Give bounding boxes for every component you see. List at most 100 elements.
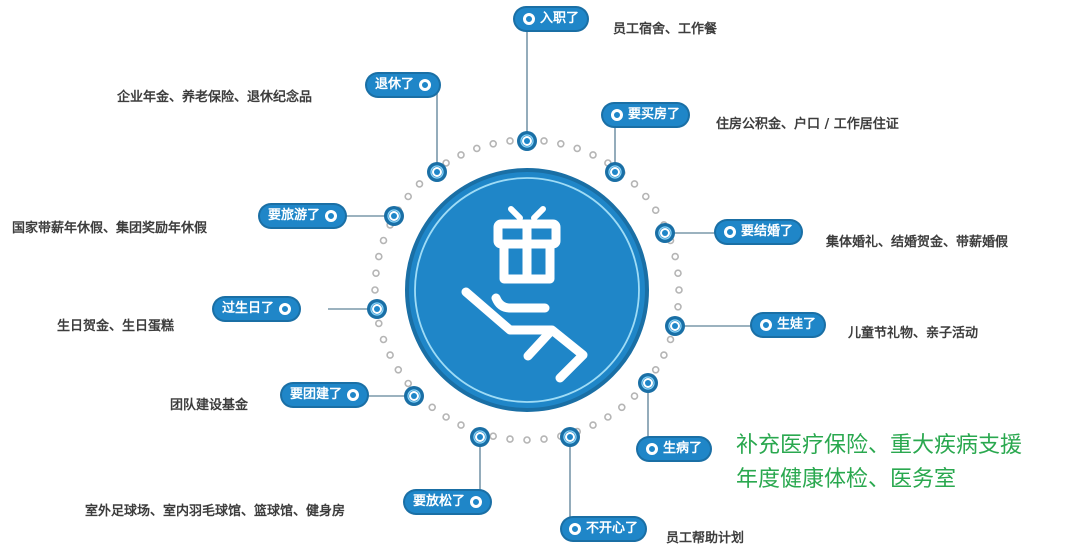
ring-dot (489, 432, 498, 441)
ring-dot (617, 403, 626, 412)
badge-label: 生病了 (663, 441, 703, 456)
node-badge-birthday[interactable]: 过生日了 (214, 298, 300, 320)
badge-label: 过生日了 (222, 301, 275, 316)
ring-dot (442, 413, 450, 421)
benefits-retire: 企业年金、养老保险、退休纪念品 (117, 90, 313, 105)
ring-dot (489, 140, 498, 148)
node-badge-travel[interactable]: 要旅游了 (260, 205, 346, 227)
node-badge-sick[interactable]: 生病了 (638, 438, 711, 460)
node-badge-buy-house[interactable]: 要买房了 (603, 104, 689, 126)
benefits-buy-house: 住房公积金、户口 / 工作居住证 (716, 117, 899, 132)
ring-dot (630, 180, 639, 188)
ring-dot (666, 335, 675, 344)
badge-label: 不开心了 (586, 521, 639, 536)
ring-dot (556, 140, 565, 148)
benefits-travel: 国家带薪年休假、集团奖励年休假 (12, 221, 208, 236)
ring-dot (371, 286, 379, 294)
badge-label: 要买房了 (628, 107, 681, 122)
ring-dot (675, 286, 683, 294)
target-icon (724, 226, 736, 238)
ring-nodes (367, 131, 685, 447)
ring-dot (404, 379, 413, 388)
node-badge-unhappy[interactable]: 不开心了 (562, 518, 646, 540)
ring-dot (660, 351, 668, 359)
ring-dot (374, 319, 383, 328)
ring-dot (404, 192, 413, 201)
ring-dot (457, 421, 465, 429)
ring-dot (523, 436, 531, 444)
ring-node-icon (470, 427, 490, 447)
ring-node-icon (665, 316, 685, 336)
node-badge-baby[interactable]: 生娃了 (752, 314, 825, 336)
ring-dot (674, 302, 682, 311)
target-icon (569, 523, 581, 535)
dotted-ring (371, 136, 683, 444)
ring-dot (651, 365, 660, 374)
ring-node-icon (560, 427, 580, 447)
ring-dot (604, 413, 612, 421)
ring-node-icon (638, 373, 658, 393)
node-badge-marriage[interactable]: 要结婚了 (716, 221, 802, 243)
badge-label: 要旅游了 (268, 208, 321, 223)
target-icon (646, 443, 658, 455)
ring-dot (506, 435, 514, 443)
badge-label: 入职了 (540, 11, 580, 26)
target-icon (760, 319, 772, 331)
ring-dot (379, 236, 388, 245)
ring-dot (540, 137, 548, 145)
badge-label: 要放松了 (413, 494, 466, 509)
ring-dot (457, 151, 465, 159)
target-icon (347, 389, 360, 401)
ring-dot (472, 144, 481, 153)
benefits-unhappy: 员工帮助计划 (666, 531, 745, 546)
ring-node-icon (404, 386, 424, 406)
ring-node-icon (655, 223, 675, 243)
benefits-onboarding: 员工宿舍、工作餐 (613, 22, 718, 37)
node-badge-relax[interactable]: 要放松了 (405, 491, 491, 513)
ring-dot (386, 351, 394, 359)
gift-in-hand-icon (461, 206, 588, 383)
target-icon (279, 303, 292, 315)
target-icon (611, 109, 623, 121)
ring-dot (651, 206, 660, 214)
ring-dot (671, 252, 680, 261)
ring-dot (372, 269, 380, 278)
benefits-sick-line-2: 年度健康体检、医务室 (736, 467, 957, 492)
ring-node-icon (384, 206, 404, 226)
ring-dot (674, 269, 682, 278)
ring-dot (415, 180, 424, 188)
ring-dot (641, 192, 650, 201)
ring-dot (630, 392, 639, 400)
ring-dot (374, 252, 383, 261)
benefits-marriage: 集体婚礼、结婚贺金、带薪婚假 (826, 235, 1009, 250)
node-badge-team-building[interactable]: 要团建了 (282, 384, 368, 406)
ring-dot (506, 137, 514, 145)
ring-dot (394, 365, 403, 374)
ring-node-icon (517, 131, 537, 151)
badge-label: 要结婚了 (741, 224, 794, 239)
ring-dot (589, 421, 597, 429)
badge-label: 退休了 (375, 77, 415, 92)
target-icon (325, 210, 338, 222)
benefits-sick-line-1: 补充医疗保险、重大疾病支援 (736, 433, 1023, 458)
node-badge-onboarding[interactable]: 入职了 (515, 8, 588, 30)
benefits-sick: 补充医疗保险、重大疾病支援 年度健康体检、医务室 (736, 429, 1076, 497)
ring-node-icon (367, 299, 387, 319)
ring-dot (379, 335, 388, 344)
target-icon (419, 79, 432, 91)
target-icon (470, 496, 483, 508)
ring-dot (573, 144, 582, 153)
benefits-baby: 儿童节礼物、亲子活动 (848, 326, 979, 341)
ring-dot (540, 435, 548, 443)
ring-node-icon (427, 162, 447, 182)
center-circle (405, 168, 649, 412)
benefits-birthday: 生日贺金、生日蛋糕 (57, 319, 175, 334)
ring-dot (428, 403, 437, 412)
benefits-team-building: 团队建设基金 (170, 398, 249, 413)
benefits-relax: 室外足球场、室内羽毛球馆、篮球馆、健身房 (85, 504, 346, 519)
target-icon (523, 13, 535, 25)
ring-node-icon (605, 162, 625, 182)
node-badge-retire[interactable]: 退休了 (367, 74, 440, 96)
